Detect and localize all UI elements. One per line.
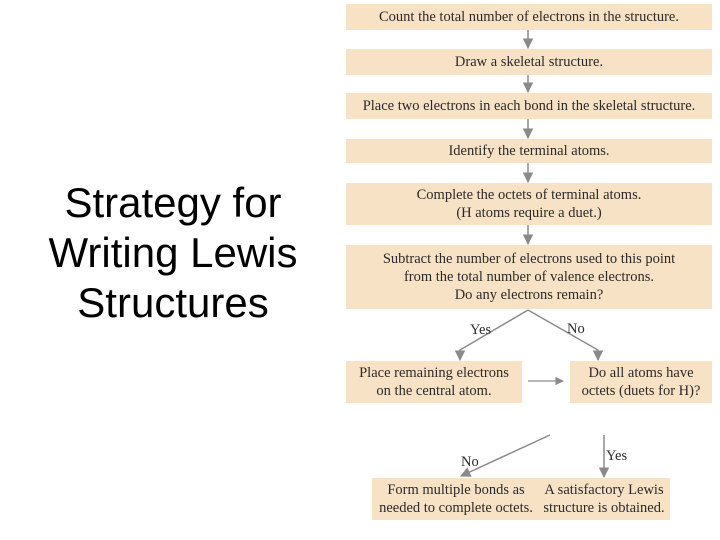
label-no: No: [567, 321, 585, 337]
step-identify-terminal: Identify the terminal atoms.: [346, 139, 712, 163]
label-no-2: No: [461, 454, 479, 470]
step-place-bond-electrons: Place two electrons in each bond in the …: [346, 93, 712, 119]
arrow-yes-branch: [454, 309, 529, 362]
step-place-remaining: Place remaining electrons on the central…: [346, 361, 522, 403]
label-yes: Yes: [470, 322, 492, 338]
title-line-3: Structures: [77, 279, 269, 326]
arrow-no-step9: [460, 434, 551, 477]
arrow-no-branch: [527, 309, 604, 362]
slide-title: Strategy for Writing Lewis Structures: [18, 178, 328, 328]
title-line-2: Writing Lewis: [48, 229, 298, 276]
step-draw-skeletal: Draw a skeletal structure.: [346, 49, 712, 75]
title-line-1: Strategy for: [64, 179, 282, 226]
step-complete-octets: Complete the octets of terminal atoms. (…: [346, 183, 712, 225]
label-yes-2: Yes: [606, 448, 628, 464]
step-subtract-electrons: Subtract the number of electrons used to…: [346, 245, 712, 309]
step-form-multiple-bonds: Form multiple bonds as needed to complet…: [372, 478, 540, 520]
step-check-octets: Do all atoms have octets (duets for H)?: [570, 361, 712, 403]
step-count-electrons: Count the total number of electrons in t…: [346, 4, 712, 30]
step-satisfactory-structure: A satisfactory Lewis structure is obtain…: [538, 478, 670, 520]
